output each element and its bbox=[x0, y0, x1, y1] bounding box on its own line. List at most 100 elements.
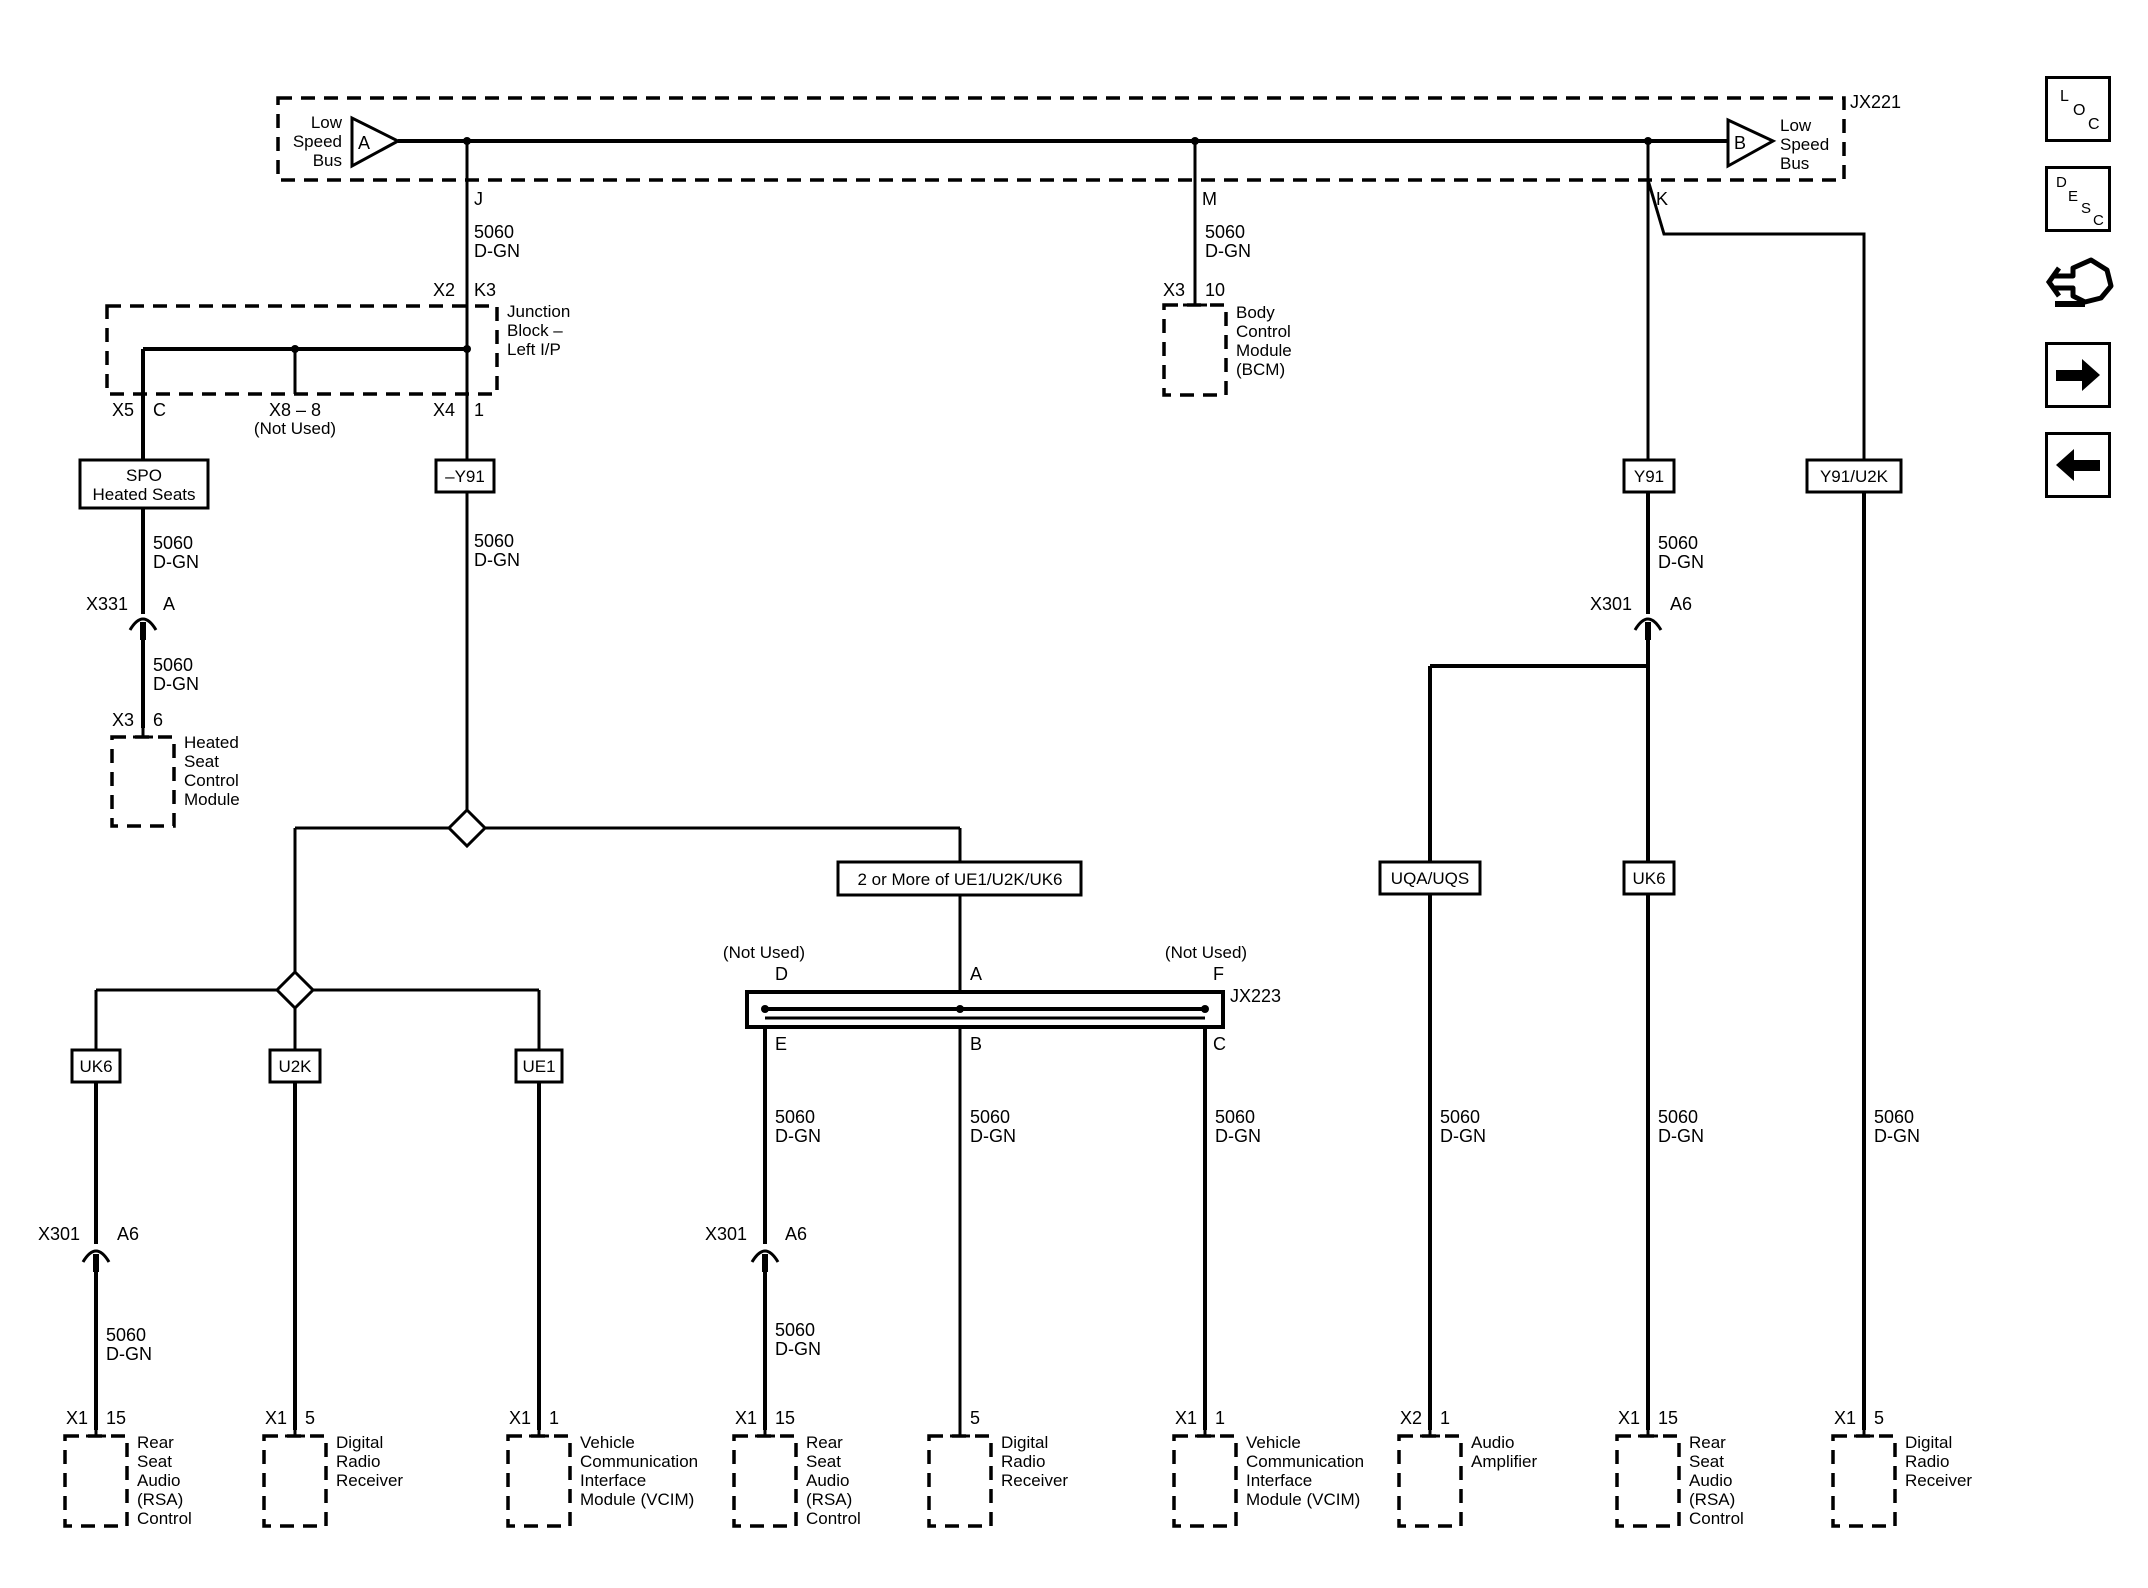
svg-text:5060: 5060 bbox=[970, 1107, 1010, 1127]
component-name-line: Control bbox=[137, 1509, 192, 1528]
k-branch: Y91 5060 D-GN X301 A6 UQA/UQS 5060 D-GN … bbox=[1378, 141, 1920, 1430]
svg-text:J: J bbox=[474, 189, 483, 209]
component-name-line: Audio bbox=[1689, 1471, 1732, 1490]
connector-label: X1 bbox=[1175, 1408, 1197, 1428]
svg-text:A: A bbox=[358, 133, 370, 153]
pin-label: 5 bbox=[1874, 1408, 1884, 1428]
component-housing bbox=[927, 1434, 993, 1528]
connector-label: X2 bbox=[1400, 1408, 1422, 1428]
component-housing bbox=[262, 1434, 328, 1528]
svg-text:D-GN: D-GN bbox=[474, 550, 520, 570]
jx223-section: 2 or More of UE1/U2K/UK6 (Not Used) (Not… bbox=[705, 860, 1281, 1430]
component-name-line: Seat bbox=[1689, 1452, 1724, 1471]
pin-label: 15 bbox=[1658, 1408, 1678, 1428]
svg-text:Bus: Bus bbox=[1780, 154, 1809, 173]
component-name-line: (RSA) bbox=[1689, 1490, 1735, 1509]
svg-text:A6: A6 bbox=[785, 1224, 807, 1244]
svg-text:C: C bbox=[2093, 212, 2104, 229]
component-housing bbox=[63, 1434, 129, 1528]
svg-text:5060: 5060 bbox=[1658, 533, 1698, 553]
svg-text:SPO: SPO bbox=[126, 466, 162, 485]
svg-text:5060: 5060 bbox=[1205, 222, 1245, 242]
connector-label: X1 bbox=[265, 1408, 287, 1428]
svg-text:C: C bbox=[1213, 1034, 1226, 1054]
svg-text:E: E bbox=[2068, 188, 2078, 205]
svg-text:D-GN: D-GN bbox=[775, 1126, 821, 1146]
rsa-leg-left: X301 A6 5060 D-GN bbox=[38, 1082, 152, 1430]
svg-text:B: B bbox=[970, 1034, 982, 1054]
svg-text:5060: 5060 bbox=[1658, 1107, 1698, 1127]
svg-text:5060: 5060 bbox=[775, 1107, 815, 1127]
option-u2k-left: U2K bbox=[268, 1048, 322, 1084]
component-name-line: Vehicle bbox=[1246, 1433, 1301, 1452]
svg-text:B: B bbox=[1734, 133, 1746, 153]
pin-label: 1 bbox=[1215, 1408, 1225, 1428]
desc-icon: D E S C bbox=[2056, 174, 2104, 229]
option-ue1-left: UE1 bbox=[514, 1048, 564, 1084]
desc-button[interactable]: D E S C bbox=[2045, 166, 2111, 232]
svg-text:D-GN: D-GN bbox=[474, 241, 520, 261]
svg-text:UK6: UK6 bbox=[1632, 869, 1665, 888]
svg-text:UQA/UQS: UQA/UQS bbox=[1391, 869, 1469, 888]
svg-text:X3: X3 bbox=[112, 710, 134, 730]
bcm-branch: 5060 D-GN X3 10 Body Control Module (BCM… bbox=[1162, 141, 1292, 397]
svg-text:A: A bbox=[970, 964, 982, 984]
svg-text:5060: 5060 bbox=[153, 533, 193, 553]
next-page-button[interactable] bbox=[2045, 342, 2111, 408]
svg-text:D-GN: D-GN bbox=[153, 674, 199, 694]
svg-text:D-GN: D-GN bbox=[153, 552, 199, 572]
component-name-line: Rear bbox=[137, 1433, 174, 1452]
component-name-line: Receiver bbox=[1905, 1471, 1972, 1490]
component-name-line: (RSA) bbox=[137, 1490, 183, 1509]
svg-text:A: A bbox=[163, 594, 175, 614]
svg-text:X4: X4 bbox=[433, 400, 455, 420]
component-name-line: Digital bbox=[1001, 1433, 1048, 1452]
svg-text:D-GN: D-GN bbox=[970, 1126, 1016, 1146]
component-name-line: Amplifier bbox=[1471, 1452, 1537, 1471]
svg-text:Y91: Y91 bbox=[1634, 467, 1664, 486]
svg-text:JX221: JX221 bbox=[1850, 92, 1901, 112]
pin-label: 15 bbox=[106, 1408, 126, 1428]
connector-end-view-button[interactable] bbox=[2045, 246, 2117, 316]
arrow-left-icon bbox=[2056, 449, 2100, 481]
previous-page-button[interactable] bbox=[2045, 432, 2111, 498]
component-name-line: Digital bbox=[1905, 1433, 1952, 1452]
svg-text:L: L bbox=[2060, 88, 2069, 105]
svg-text:Control: Control bbox=[184, 771, 239, 790]
component-housing bbox=[1397, 1434, 1463, 1528]
connector-label: X1 bbox=[1834, 1408, 1856, 1428]
svg-text:Speed: Speed bbox=[293, 132, 342, 151]
heated-seat-branch: SPO Heated Seats 5060 D-GN X331 A 5060 D… bbox=[78, 458, 240, 828]
svg-text:E: E bbox=[775, 1034, 787, 1054]
svg-text:5060: 5060 bbox=[1440, 1107, 1480, 1127]
svg-text:F: F bbox=[1213, 964, 1224, 984]
svg-text:D-GN: D-GN bbox=[1215, 1126, 1261, 1146]
component-housing bbox=[1615, 1434, 1681, 1528]
component-name-line: Receiver bbox=[336, 1471, 403, 1490]
svg-text:D-GN: D-GN bbox=[1658, 552, 1704, 572]
component-name-line: Rear bbox=[806, 1433, 843, 1452]
svg-text:O: O bbox=[2073, 102, 2085, 119]
svg-text:(Not Used): (Not Used) bbox=[723, 943, 805, 962]
svg-text:U2K: U2K bbox=[278, 1057, 312, 1076]
svg-text:D-GN: D-GN bbox=[1440, 1126, 1486, 1146]
pin-label: 1 bbox=[549, 1408, 559, 1428]
svg-text:X301: X301 bbox=[38, 1224, 80, 1244]
arrow-right-icon bbox=[2056, 359, 2100, 391]
svg-text:X331: X331 bbox=[86, 594, 128, 614]
loc-button[interactable]: L O C bbox=[2045, 76, 2111, 142]
component-name-line: Audio bbox=[806, 1471, 849, 1490]
neg-y91-trunk: –Y91 5060 D-GN bbox=[94, 394, 962, 1050]
svg-text:X301: X301 bbox=[705, 1224, 747, 1244]
component-name-line: Communication bbox=[1246, 1452, 1364, 1471]
component-name-line: Interface bbox=[580, 1471, 646, 1490]
svg-text:JX223: JX223 bbox=[1230, 986, 1281, 1006]
svg-text:Heated Seats: Heated Seats bbox=[92, 485, 195, 504]
svg-text:D-GN: D-GN bbox=[106, 1344, 152, 1364]
component-name-line: Control bbox=[806, 1509, 861, 1528]
svg-text:Seat: Seat bbox=[184, 752, 219, 771]
